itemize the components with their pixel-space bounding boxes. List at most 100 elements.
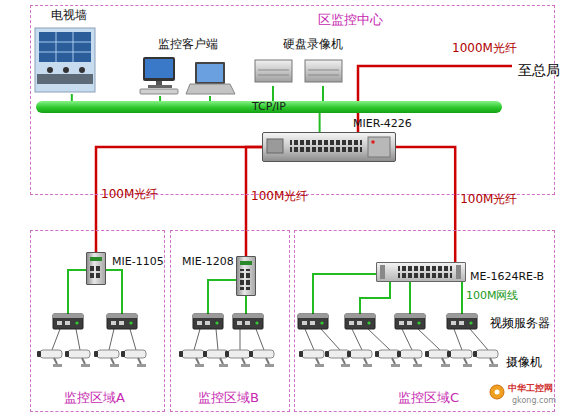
rack-handle [456,265,461,279]
region-title: 监控区域A [64,391,125,406]
wire [194,329,218,350]
network-bus: TCP/IP [36,101,502,113]
cable [68,270,86,314]
cable [245,296,247,314]
watermark-gear [490,385,504,399]
camera [65,350,90,367]
cable-label: 100M网线 [466,290,519,303]
watermark: 中华工控网 [508,383,553,393]
lan-link [319,113,321,132]
video-server [193,314,223,329]
model-label: ME-1624RE-B [470,271,544,284]
monitor-area: 监控区域B MIE-1208 [170,230,290,412]
device-caption: 监控客户端 [158,38,218,52]
camera [425,350,450,367]
laptop-base [186,84,235,94]
laptop-screen [197,64,223,82]
region-title: 监控区域B [198,391,259,406]
wire [240,329,264,350]
model-label: MIE-1208 [182,256,234,269]
wire [454,329,488,350]
monitor-area: 监控区域A MIE-1105 [30,230,165,412]
wire [402,329,440,350]
video-server [53,314,83,329]
tv-wall-screens [39,32,91,62]
video-server [345,314,375,329]
pc-base [148,85,172,88]
camera [249,350,274,367]
model-label: MIE-1105 [112,256,164,269]
device-caption: 电视墙 [51,9,87,23]
video-server [233,314,263,329]
camera [121,350,146,367]
link-label: 100M光纤 [460,191,517,208]
wire [52,329,80,350]
field-switch: MIE-1105 [86,252,106,285]
operator [63,67,69,73]
din-led-strip [240,261,252,265]
monitor-client: 监控客户端 [138,38,234,96]
core-switch: MIER-4226 [262,132,396,162]
switch-module [267,139,283,153]
dvr-front [258,70,289,75]
rack-handle [380,265,385,279]
rack-ports [398,266,452,278]
lan-link [322,86,324,101]
video-servers [53,314,477,329]
pc-keyboard [140,89,178,94]
dvr-front [308,70,339,75]
rack-switch: ME-1624RE-B [376,262,466,282]
camera [447,350,472,367]
laptop-lid [195,62,225,84]
tv-wall-room [35,28,95,92]
camera [94,350,119,367]
video-server [395,314,425,329]
console-desk [37,74,93,84]
pc-stand [156,81,162,85]
device-caption: 硬盘录像机 [283,38,343,52]
cable [360,282,390,314]
camera [37,350,62,367]
fiber-link [396,147,455,262]
model-label: MIER-4226 [353,118,412,131]
camera [299,350,324,367]
camera [225,350,250,367]
lan-link [71,94,73,101]
watermark-logo [490,385,504,399]
bus-label: TCP/IP [252,100,286,113]
watermark-gear-hole [495,390,500,395]
fiber-label: 1000M光纤 [452,42,517,56]
video-server [107,314,137,329]
din-led-strip [90,257,102,261]
tv-wall: 电视墙 [34,8,96,94]
wire [352,329,390,350]
destination-label: 至总局 [518,62,560,78]
video-recorder: 硬盘录像机 [252,38,352,86]
region-title: 区监控中心 [318,13,383,28]
pc-screen [145,59,173,78]
camera-wires [52,329,488,350]
link-label: 100M光纤 [101,186,158,203]
camera [325,350,350,367]
wire [305,329,340,350]
tv-wall-art [35,28,95,92]
lan-link [272,86,274,101]
camera [375,350,400,367]
region-title: 监控区域C [398,391,459,406]
dvr-box [305,60,342,82]
switch-ports [290,139,362,153]
pc-monitor [143,57,175,81]
dvr-box [255,60,292,82]
client-pc-art [140,57,235,94]
watermark: gkong.com [512,396,556,405]
cameras [37,350,498,367]
din-ports [240,269,252,290]
fiber-link [96,147,262,252]
wire [109,329,136,350]
camera [473,350,498,367]
